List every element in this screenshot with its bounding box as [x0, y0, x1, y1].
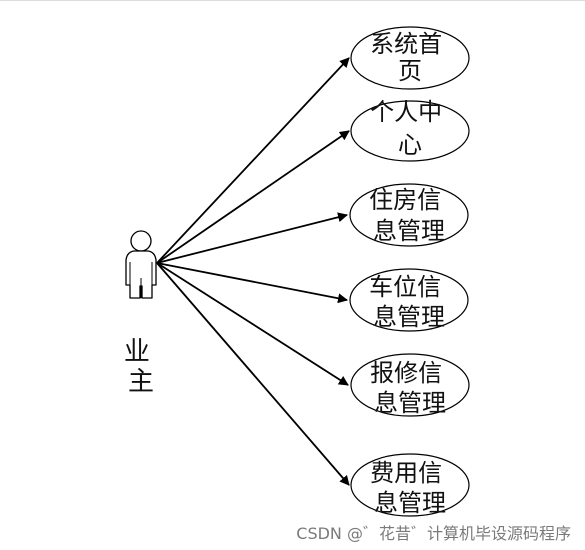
- use-case-repair-info-ellipse: [350, 353, 470, 417]
- use-case-home-ellipse: [350, 26, 470, 90]
- use-case-repair-info-label-line-2: 息管理: [374, 389, 446, 417]
- arrow-to-fee-info: [156, 262, 350, 486]
- actor-head: [130, 230, 152, 252]
- association-arrows: [156, 57, 350, 486]
- use-case-fee-info: 费用信 息管理: [350, 453, 470, 517]
- use-case-housing-info: 住房信 息管理: [349, 183, 469, 247]
- actor-label: 业 主: [124, 337, 158, 397]
- use-case-personal-center-ellipse: [350, 100, 470, 162]
- use-case-housing-info-label-line-1: 住房信: [369, 186, 441, 214]
- use-case-repair-info-label-line-1: 报修信: [370, 359, 442, 387]
- actor-body: [125, 250, 157, 299]
- use-case-housing-info-label: 住房信 息管理: [369, 186, 449, 245]
- arrow-to-home: [156, 57, 350, 264]
- use-case-fee-info-label-line-2: 息管理: [374, 489, 446, 517]
- use-case-fee-info-ellipse: [350, 453, 470, 517]
- actor-figure: [125, 230, 157, 299]
- watermark: CSDN @゛花昔゛计算机毕设源码程序: [296, 524, 571, 543]
- use-case-home-label-line-2: 页: [398, 57, 422, 85]
- use-case-personal-center: 个人中 心: [350, 98, 470, 162]
- use-case-housing-info-label-line-2: 息管理: [373, 217, 445, 245]
- use-case-fee-info-label: 费用信 息管理: [370, 459, 450, 517]
- use-case-housing-info-ellipse: [349, 183, 469, 247]
- actor-label-line-1: 业: [124, 337, 150, 367]
- use-case-home-label: 系统首 页: [370, 30, 450, 85]
- arrow-to-housing-info: [156, 212, 348, 264]
- arrow-to-personal-center: [156, 130, 350, 264]
- use-case-repair-info: 报修信 息管理: [350, 353, 470, 417]
- use-case-parking-info: 车位信 息管理: [349, 268, 469, 332]
- actor-label-line-2: 主: [128, 367, 154, 397]
- use-case-personal-center-label: 个人中 心: [370, 98, 450, 159]
- use-case-home-label-line-1: 系统首: [370, 30, 442, 58]
- use-case-parking-info-label: 车位信 息管理: [369, 273, 449, 331]
- use-case-personal-center-label-line-2: 心: [398, 131, 422, 159]
- top-border-line: [0, 0, 585, 1]
- arrow-to-repair-info: [156, 262, 349, 386]
- use-case-parking-info-ellipse: [349, 268, 469, 332]
- use-case-fee-info-label-line-1: 费用信: [370, 459, 442, 487]
- use-case-parking-info-label-line-1: 车位信: [369, 273, 441, 301]
- use-case-parking-info-label-line-2: 息管理: [373, 303, 445, 331]
- use-case-personal-center-label-line-1: 个人中: [370, 98, 442, 126]
- use-case-repair-info-label: 报修信 息管理: [370, 359, 450, 417]
- use-case-home: 系统首 页: [350, 26, 470, 90]
- arrow-to-parking-info: [156, 262, 348, 304]
